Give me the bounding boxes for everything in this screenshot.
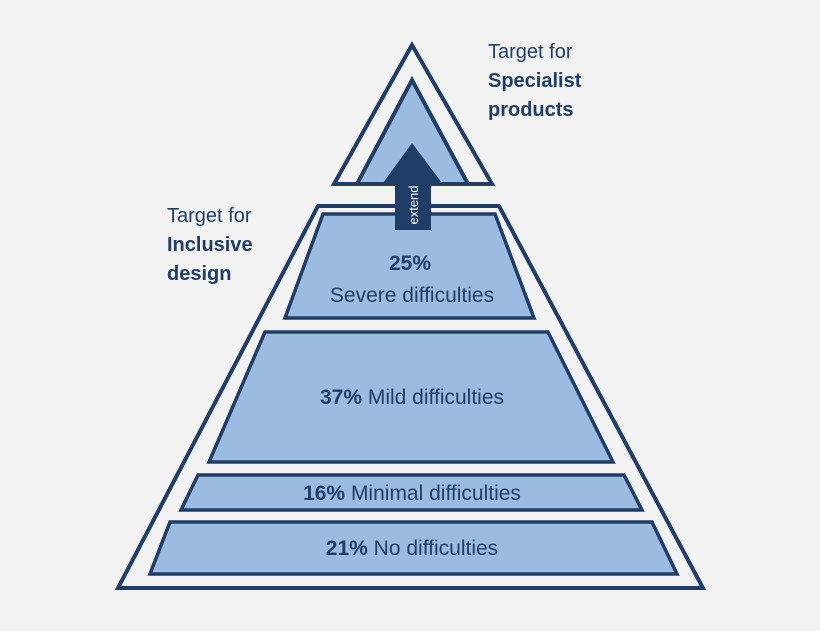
tier-none-label: No difficulties (374, 537, 499, 560)
tier-minimal-text: 16% Minimal difficulties (303, 482, 521, 505)
tier-minimal-band (178, 473, 645, 512)
tier-mild-band (206, 330, 616, 464)
tier-severe-band (282, 212, 537, 320)
tier-mild-label: Mild difficulties (368, 386, 504, 409)
tier-none-percent: 21% (326, 537, 368, 560)
inclusive-annotation-line2: Inclusive (167, 234, 253, 256)
tier-mild-percent: 37% (320, 386, 362, 409)
inclusive-annotation-line1: Target for (167, 205, 252, 227)
specialist-annotation-line1: Target for (488, 41, 573, 63)
tier-none-text: 21% No difficulties (326, 537, 498, 560)
inclusive-annotation-line3: design (167, 263, 231, 285)
specialist-annotation-line2: Specialist (488, 70, 582, 92)
specialist-annotation-line3: products (488, 99, 574, 121)
inclusive-pyramid-outline (114, 204, 707, 590)
extend-arrow-label: extend (406, 185, 421, 224)
extend-arrow (383, 143, 442, 230)
tier-mild-text: 37% Mild difficulties (320, 386, 504, 409)
tier-none-band (147, 520, 680, 576)
tier-severe-percent: 25% (389, 252, 431, 275)
tier-severe-label: Severe difficulties (330, 284, 494, 307)
tier-minimal-label: Minimal difficulties (351, 482, 521, 505)
tier-minimal-percent: 16% (303, 482, 345, 505)
